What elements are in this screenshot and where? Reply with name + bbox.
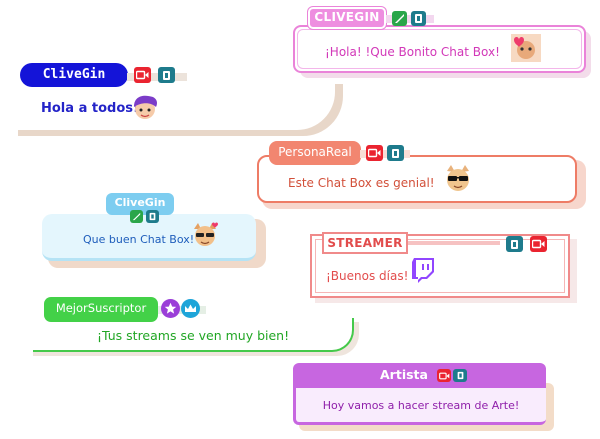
message-text: Hoy vamos a hacer stream de Arte! <box>322 399 520 412</box>
camera-icon <box>530 236 547 252</box>
message-text: Que buen Chat Box! <box>83 233 195 246</box>
username-tag <box>20 63 128 87</box>
message-text: ¡Hola! !Que Bonito Chat Box! <box>325 45 500 59</box>
username-tag <box>269 141 361 165</box>
cat-heart-emote <box>511 34 541 62</box>
username: MejorSuscriptor <box>55 301 147 315</box>
message-bubble-inner-border <box>315 239 565 293</box>
message-bubble-inner-border <box>297 29 582 69</box>
subscriber-icon <box>146 210 159 223</box>
username: CLIVEGIN <box>314 10 380 24</box>
cool-cat-emote <box>447 165 469 191</box>
subscriber-icon <box>506 236 523 252</box>
username-tag <box>106 193 174 215</box>
camera-icon <box>134 67 151 83</box>
camera-icon <box>437 369 451 382</box>
username-tag <box>293 363 546 388</box>
badge-connector <box>127 73 187 81</box>
sunglasses-dog-emote <box>194 222 218 246</box>
message-text: ¡Tus streams se ven muy bien! <box>97 328 290 343</box>
username: Artista <box>380 367 428 382</box>
sword-icon <box>392 11 407 26</box>
username: CliveGin <box>42 67 106 82</box>
username: STREAMER <box>327 236 403 250</box>
subscriber-icon <box>453 369 467 382</box>
sword-icon <box>130 210 143 223</box>
message-bubble <box>18 80 335 130</box>
message-text: Este Chat Box es genial! <box>288 176 435 190</box>
username-tag <box>322 232 408 254</box>
subscriber-icon <box>387 145 404 161</box>
badge-connector <box>360 150 410 158</box>
username-tag <box>44 297 158 322</box>
username: CliveGin <box>114 196 166 209</box>
badge-connector <box>386 15 434 23</box>
crown-icon <box>181 299 200 318</box>
star-icon <box>161 299 180 318</box>
badge-connector <box>408 241 500 245</box>
message-text: Hola a todos! <box>41 101 139 116</box>
twitch-logo <box>412 258 434 283</box>
subscriber-icon <box>158 67 175 83</box>
camera-icon <box>366 145 383 161</box>
username-tag <box>308 7 386 29</box>
message-text: ¡Buenos días! <box>326 269 409 283</box>
purple-hair-emote <box>134 95 157 119</box>
message-bubble <box>33 318 354 352</box>
username: PersonaReal <box>278 145 352 159</box>
subscriber-icon <box>411 11 426 26</box>
